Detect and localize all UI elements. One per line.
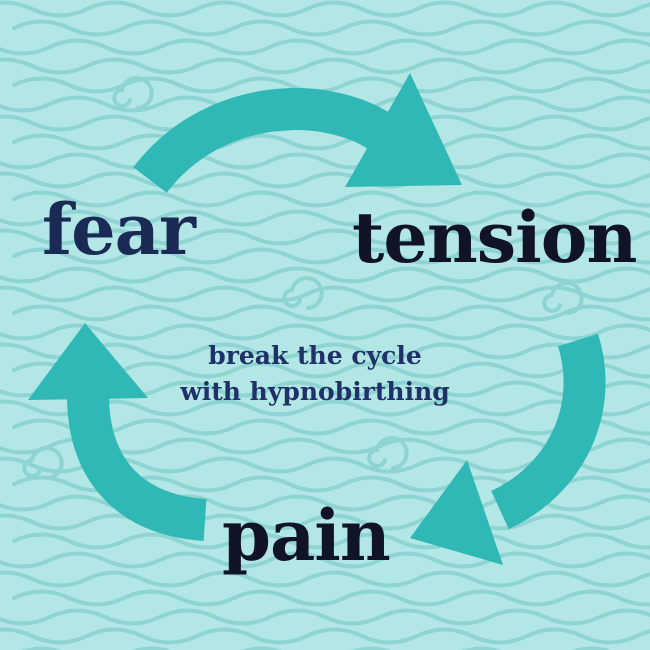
- wave-line: [0, 95, 650, 113]
- wave-line: [12, 19, 650, 37]
- wave-swirl: [542, 281, 584, 315]
- wave-line: [0, 38, 650, 56]
- tagline-line-2: with hypnobirthing: [180, 377, 450, 406]
- wave-line: [12, 532, 650, 550]
- wave-line: [0, 0, 650, 18]
- arrow-fear-to-tension: [133, 73, 462, 194]
- wave-line: [0, 209, 650, 227]
- wave-line: [12, 589, 650, 607]
- wave-line: [0, 570, 650, 588]
- node-tension: tension: [352, 196, 637, 279]
- arrowhead-fear-to-tension: [345, 73, 462, 187]
- wave-line: [0, 627, 650, 645]
- wave-swirl: [22, 446, 64, 480]
- wave-line: [12, 361, 650, 379]
- wave-line: [12, 304, 650, 322]
- node-fear: fear: [42, 188, 196, 271]
- wave-line: [0, 285, 650, 303]
- arrowhead-tension-to-pain: [410, 460, 503, 565]
- wave-line: [0, 551, 650, 569]
- node-pain: pain: [222, 494, 391, 577]
- wave-line: [12, 247, 650, 265]
- arrow-shaft-fear-to-tension: [133, 88, 398, 194]
- arrowhead-pain-to-fear: [28, 323, 148, 400]
- wave-swirl: [112, 76, 154, 110]
- wave-line: [0, 57, 650, 75]
- wave-line: [0, 513, 650, 531]
- wave-line: [12, 418, 650, 436]
- wave-line: [0, 266, 650, 284]
- arrow-shaft-tension-to-pain: [490, 333, 606, 530]
- arrow-pain-to-fear: [28, 323, 207, 541]
- wave-line: [12, 190, 650, 208]
- wave-line: [0, 228, 650, 246]
- tagline-line-1: break the cycle: [208, 341, 422, 370]
- wave-line: [0, 323, 650, 341]
- tagline: break the cycle with hypnobirthing: [150, 338, 480, 410]
- arrow-shaft-pain-to-fear: [67, 394, 207, 541]
- wave-swirl: [367, 436, 409, 470]
- wave-line: [0, 494, 650, 512]
- arrow-tension-to-pain: [410, 333, 606, 565]
- wave-swirl: [282, 276, 324, 310]
- wave-line: [0, 608, 650, 626]
